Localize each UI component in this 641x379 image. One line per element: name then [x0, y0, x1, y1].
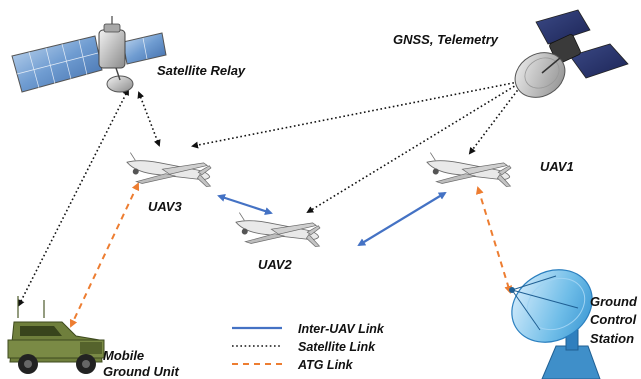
gcs-label-line2: Control	[590, 312, 637, 327]
military-vehicle-icon	[7, 296, 105, 374]
legend-inter-uav-label: Inter-UAV Link	[298, 322, 385, 336]
sat-link-relay-mobile	[18, 88, 129, 307]
uav1-label: UAV1	[540, 159, 574, 174]
uav3-label: UAV3	[148, 199, 182, 214]
legend-satellite-label: Satellite Link	[298, 340, 376, 354]
legend-atg-label: ATG Link	[297, 358, 354, 372]
gnss-telemetry-label: GNSS, Telemetry	[393, 32, 499, 47]
legend: Inter-UAV Link Satellite Link ATG Link	[232, 322, 385, 372]
gcs-label-line3: Station	[590, 331, 634, 346]
ground-station-dish-icon	[509, 269, 601, 379]
mobile-ground-unit-label-line1: Mobile	[103, 348, 144, 363]
inter-uav-link-3-2	[217, 194, 273, 215]
atg-link-uav3-mobile	[69, 182, 140, 328]
sat-link-gnss-uav3	[191, 81, 519, 149]
uav2-icon	[232, 211, 324, 254]
atg-links	[69, 182, 513, 328]
mobile-ground-unit-label-line2: Ground Unit	[103, 364, 179, 379]
sat-link-gnss-uav2	[306, 83, 519, 214]
atg-link-uav1-gcs	[475, 186, 513, 294]
uav1-icon	[423, 151, 515, 194]
sat-link-relay-uav3	[137, 91, 161, 147]
sat-link-gnss-uav1	[468, 86, 521, 155]
satellite-links	[18, 81, 521, 307]
gcs-label-line1: Ground	[590, 294, 638, 309]
gnss-satellite-icon	[514, 9, 629, 98]
inter-uav-link-2-1	[357, 191, 447, 247]
uav2-label: UAV2	[258, 257, 292, 272]
satellite-relay-label: Satellite Relay	[157, 63, 246, 78]
satellite-relay-icon	[11, 16, 167, 93]
inter-uav-links	[217, 191, 447, 247]
